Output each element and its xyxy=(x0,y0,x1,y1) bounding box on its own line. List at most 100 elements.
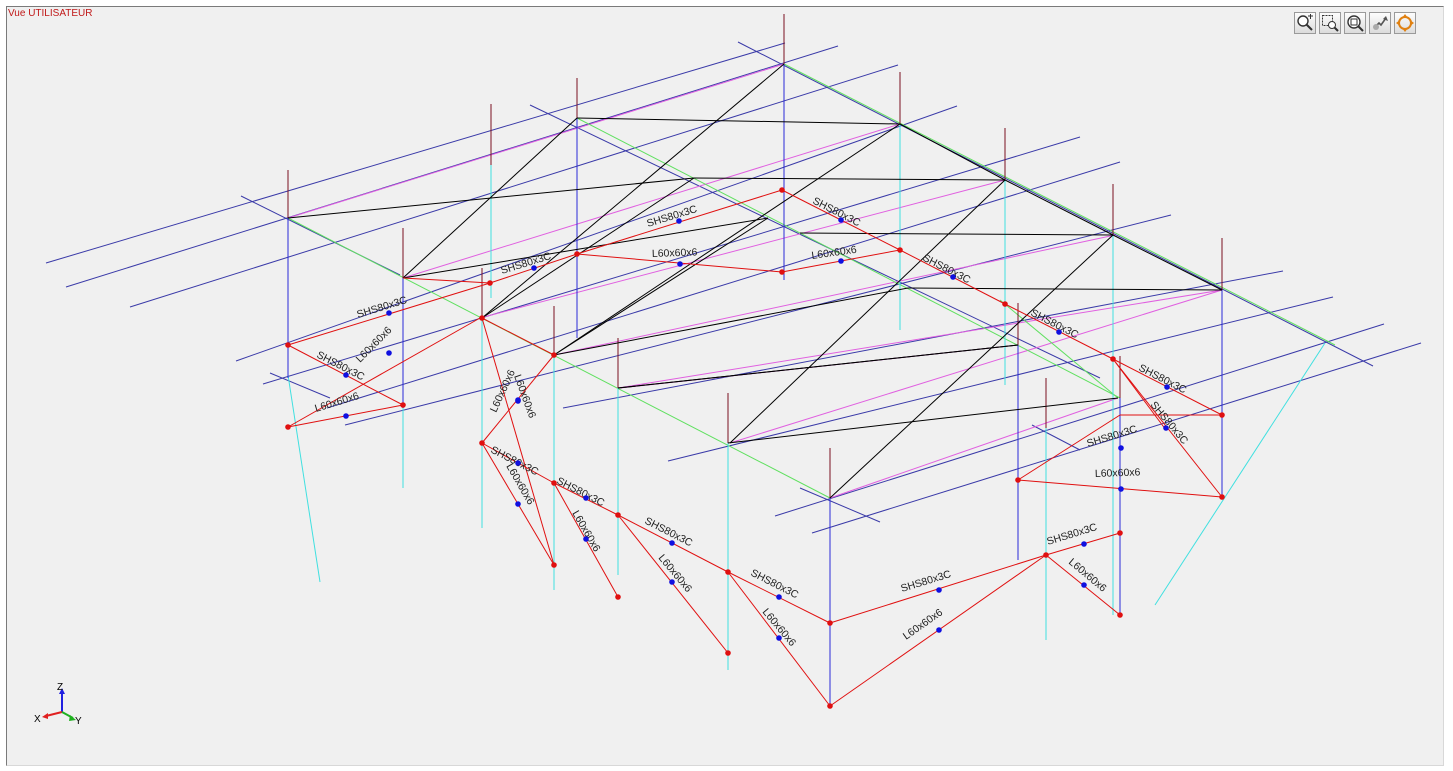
grid-line xyxy=(737,41,1374,367)
truss-member xyxy=(402,117,578,279)
post-stub-lines xyxy=(287,14,1223,498)
pan-button[interactable] xyxy=(1369,12,1391,34)
grid-line xyxy=(799,487,881,523)
label-anchor-dot xyxy=(1056,329,1062,335)
grid-line xyxy=(774,323,1385,517)
selected-member xyxy=(1112,358,1167,431)
y-axis-arrow xyxy=(69,715,76,721)
pink-purlin-lines xyxy=(287,63,1223,499)
truss-member xyxy=(553,217,769,356)
blue-column-lines xyxy=(287,64,1223,708)
member-node xyxy=(574,251,580,257)
member-node xyxy=(285,342,291,348)
label-anchor-dot xyxy=(515,501,521,507)
truss-member xyxy=(693,177,1006,181)
green-line xyxy=(783,63,1336,346)
black-truss-lines xyxy=(287,63,1223,499)
x-axis-line xyxy=(45,711,63,717)
member-section-label: SHS80x3C xyxy=(555,475,607,509)
pan-icon xyxy=(1373,16,1388,30)
rotate-icon xyxy=(1396,14,1414,32)
zoom-in-icon xyxy=(1297,14,1313,31)
truss-member xyxy=(729,179,1006,444)
label-anchor-dot xyxy=(1164,384,1170,390)
grid-line xyxy=(1031,424,1081,451)
zoom-in-button[interactable] xyxy=(1294,12,1316,34)
label-anchor-dot xyxy=(1118,445,1124,451)
grid-line xyxy=(344,214,1172,426)
grid-line xyxy=(65,45,839,288)
label-anchor-dot xyxy=(676,218,682,224)
label-anchor-dot xyxy=(343,372,349,378)
rotate-button[interactable] xyxy=(1394,12,1416,34)
selected-member xyxy=(481,317,555,356)
pink-line xyxy=(729,289,1223,444)
green-line xyxy=(999,299,1119,399)
member-node xyxy=(1219,494,1225,500)
pink-line xyxy=(829,397,1119,499)
member-section-label: L60x60x6 xyxy=(901,606,945,642)
member-node xyxy=(827,620,833,626)
label-anchor-dot xyxy=(515,460,521,466)
member-node xyxy=(827,703,833,709)
member-node xyxy=(551,562,557,568)
selected-member xyxy=(402,277,491,284)
green-line xyxy=(576,117,1121,399)
x-axis-label: X xyxy=(34,714,41,725)
truss-member xyxy=(402,217,769,279)
truss-member xyxy=(727,397,1119,444)
member-node xyxy=(779,187,785,193)
label-anchor-dot xyxy=(936,627,942,633)
label-anchor-dot xyxy=(776,635,782,641)
y-axis-label: Y xyxy=(75,716,82,727)
truss-member xyxy=(481,177,695,319)
member-node xyxy=(779,269,785,275)
cyan-column xyxy=(287,374,321,583)
truss-member xyxy=(481,63,785,319)
truss-member xyxy=(617,344,1019,389)
member-section-label: L60x60x6 xyxy=(569,509,602,555)
zoom-fit-button[interactable] xyxy=(1344,12,1366,34)
label-anchor-dot xyxy=(838,217,844,223)
member-section-label: L60x60x6 xyxy=(354,324,395,365)
grid-line xyxy=(562,270,1284,409)
member-node xyxy=(479,315,485,321)
member-section-label: SHS80x3C xyxy=(1085,423,1139,450)
member-section-label: L60x60x6 xyxy=(652,246,698,260)
grid-line xyxy=(269,372,331,399)
zoom-window-button[interactable] xyxy=(1319,12,1341,34)
selected-member xyxy=(1017,414,1121,481)
z-axis-arrow xyxy=(59,688,65,694)
member-section-label: SHS80x3C xyxy=(1137,362,1189,396)
truss-member xyxy=(907,287,1223,291)
cyan-column xyxy=(1154,342,1326,606)
member-section-label: SHS80x3C xyxy=(899,568,953,595)
member-node xyxy=(479,440,485,446)
node-points xyxy=(285,187,1225,709)
member-section-label: SHS80x3C xyxy=(921,252,973,286)
member-node xyxy=(285,424,291,430)
member-node xyxy=(1117,530,1123,536)
label-anchor-dot xyxy=(669,540,675,546)
pink-line xyxy=(479,179,1006,319)
grid-line xyxy=(235,105,958,362)
truss-member xyxy=(576,117,901,125)
member-node xyxy=(1219,412,1225,418)
label-anchor-dot xyxy=(343,413,349,419)
grid-lines xyxy=(45,41,1422,534)
member-node xyxy=(1015,477,1021,483)
green-beam-lines xyxy=(287,63,1336,499)
label-anchor-dot xyxy=(583,495,589,501)
member-section-label: L60x60x6 xyxy=(656,552,695,595)
member-section-label: SHS80x3C xyxy=(1045,521,1099,548)
pink-line xyxy=(617,289,1223,389)
selected-red-members[interactable] xyxy=(287,189,1223,707)
selected-member xyxy=(287,317,481,428)
member-node xyxy=(1117,612,1123,618)
grid-line xyxy=(326,161,1121,409)
member-section-label: SHS80x3C xyxy=(1148,399,1191,447)
green-line xyxy=(287,217,831,499)
truss-member xyxy=(1004,179,1114,236)
